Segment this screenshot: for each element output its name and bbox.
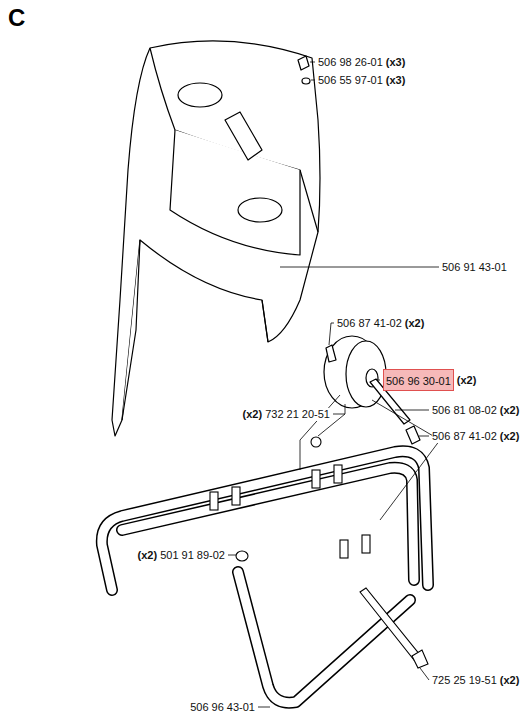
quantity: (x2) <box>138 549 158 562</box>
callout-row: 506 96 43-01 <box>190 701 255 714</box>
part-number: 506 55 97-01 <box>318 74 383 87</box>
part-number: 506 96 43-01 <box>190 701 255 714</box>
part-number: 506 98 26-01 <box>318 56 383 69</box>
part-number: 506 81 08-02 <box>432 404 497 417</box>
callout-row: 506 55 97-01(x3) <box>318 74 405 87</box>
callout-row: 506 96 30-01 (x2) <box>383 369 476 391</box>
callout-row: 506 91 43-01 <box>442 261 507 274</box>
quantity: (x2) <box>500 674 520 687</box>
part-number: 725 25 19-51 <box>432 674 497 687</box>
callout-row: 506 81 08-02(x2) <box>432 404 519 417</box>
part-number: 506 91 43-01 <box>442 261 507 274</box>
quantity: (x2) <box>243 408 263 421</box>
callout-row: (x2)732 21 20-51 <box>243 408 330 421</box>
quantity: (x2) <box>457 374 477 387</box>
callout-row: 506 87 41-02(x2) <box>432 430 519 443</box>
callout-row: (x2)501 91 89-02 <box>138 549 225 562</box>
part-number: 506 96 30-01 <box>386 375 451 387</box>
quantity: (x2) <box>405 317 425 330</box>
callout-row: 725 25 19-51(x2) <box>432 674 519 687</box>
section-letter: C <box>8 4 25 32</box>
part-number: 732 21 20-51 <box>265 408 330 421</box>
quantity: (x2) <box>500 430 520 443</box>
quantity: (x3) <box>386 74 406 87</box>
part-number: 506 87 41-02 <box>337 317 402 330</box>
quantity: (x2) <box>500 404 520 417</box>
part-number: 506 87 41-02 <box>432 430 497 443</box>
highlighted-part: 506 96 30-01 <box>383 369 454 391</box>
quantity: (x3) <box>386 56 406 69</box>
callout-row: 506 98 26-01(x3) <box>318 56 405 69</box>
part-number: 501 91 89-02 <box>160 549 225 562</box>
callout-row: 506 87 41-02(x2) <box>337 317 424 330</box>
